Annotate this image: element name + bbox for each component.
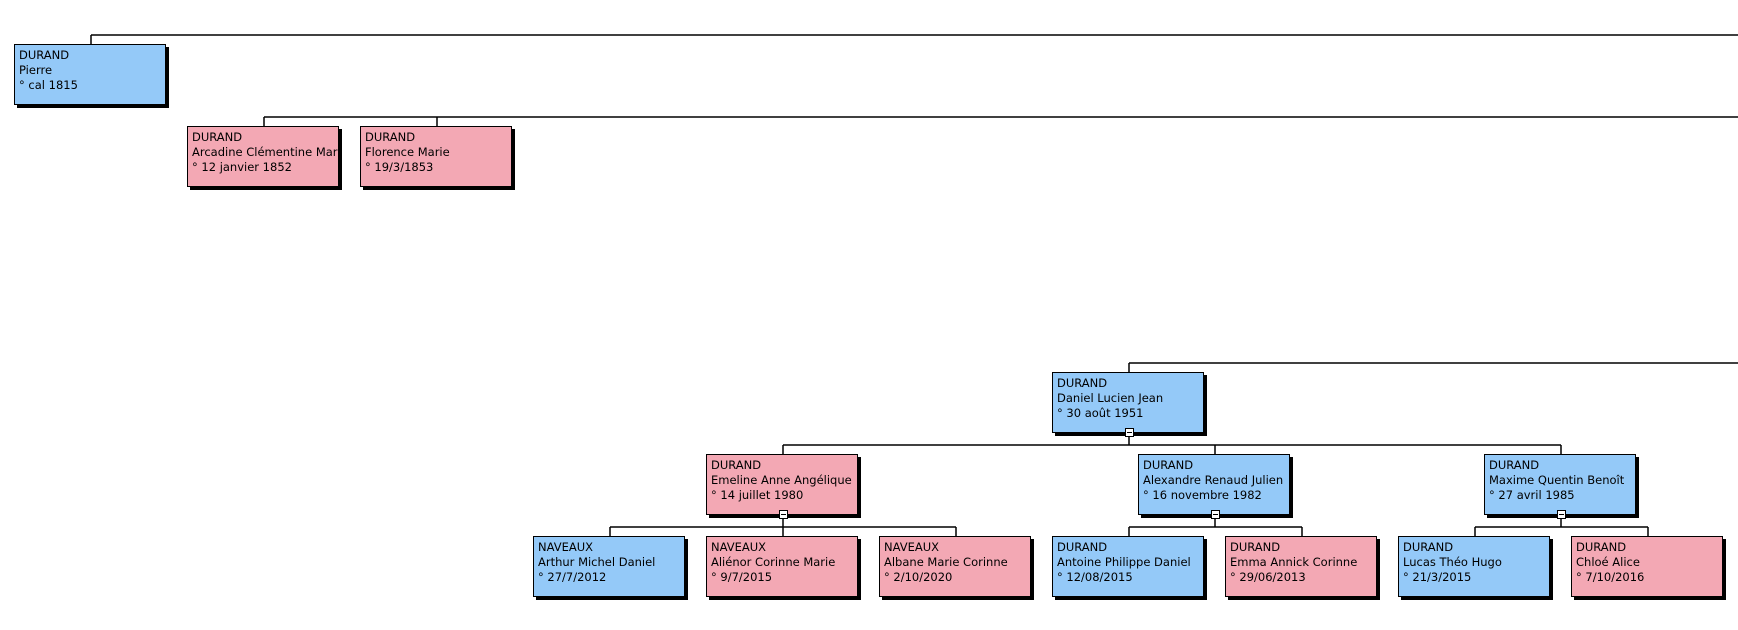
person-birth: ° 7/10/2016: [1576, 570, 1645, 584]
person-birth: ° 2/10/2020: [884, 570, 953, 584]
person-card-albane-naveaux[interactable]: NAVEAUX Albane Marie Corinne ° 2/10/2020: [879, 536, 1031, 597]
person-surname: NAVEAUX: [884, 540, 940, 554]
person-card-florence-durand[interactable]: DURAND Florence Marie ° 19/3/1853: [360, 126, 512, 187]
person-given-names: Antoine Philippe Daniel: [1057, 555, 1191, 569]
person-birth: ° 19/3/1853: [365, 160, 434, 174]
person-birth: ° 27/7/2012: [538, 570, 607, 584]
connector-alexandre-children: [1128, 519, 1303, 537]
person-birth: ° 29/06/2013: [1230, 570, 1306, 584]
person-card-pierre-durand[interactable]: DURAND Pierre ° cal 1815: [14, 44, 166, 105]
person-card-daniel-durand[interactable]: DURAND Daniel Lucien Jean ° 30 août 1951: [1052, 372, 1204, 433]
collapse-toggle-emeline[interactable]: [779, 510, 788, 519]
person-card-emeline-durand[interactable]: DURAND Emeline Anne Angélique ° 14 juill…: [706, 454, 858, 515]
person-surname: DURAND: [1403, 540, 1454, 554]
person-surname: DURAND: [1057, 376, 1108, 390]
person-surname: DURAND: [19, 48, 70, 62]
person-given-names: Daniel Lucien Jean: [1057, 391, 1164, 405]
person-given-names: Chloé Alice: [1576, 555, 1640, 569]
collapse-toggle-daniel[interactable]: [1125, 428, 1134, 437]
person-given-names: Maxime Quentin Benoît: [1489, 473, 1625, 487]
person-surname: DURAND: [1489, 458, 1540, 472]
connector-maxime-children: [1474, 519, 1649, 537]
person-birth: ° 14 juillet 1980: [711, 488, 804, 502]
person-given-names: Arthur Michel Daniel: [538, 555, 656, 569]
person-surname: DURAND: [365, 130, 416, 144]
person-surname: DURAND: [711, 458, 762, 472]
person-birth: ° 16 novembre 1982: [1143, 488, 1262, 502]
person-given-names: Albane Marie Corinne: [884, 555, 1008, 569]
person-given-names: Emma Annick Corinne: [1230, 555, 1358, 569]
person-birth: ° 12 janvier 1852: [192, 160, 292, 174]
person-card-alienor-naveaux[interactable]: NAVEAUX Aliénor Corinne Marie ° 9/7/2015: [706, 536, 858, 597]
collapse-toggle-maxime[interactable]: [1557, 510, 1566, 519]
person-surname: NAVEAUX: [711, 540, 767, 554]
connector-emeline-children: [609, 519, 957, 537]
person-given-names: Alexandre Renaud Julien: [1143, 473, 1284, 487]
connector-daniel-children: [782, 437, 1562, 455]
person-surname: DURAND: [1057, 540, 1108, 554]
person-birth: ° 27 avril 1985: [1489, 488, 1575, 502]
person-card-maxime-durand[interactable]: DURAND Maxime Quentin Benoît ° 27 avril …: [1484, 454, 1636, 515]
person-birth: ° 30 août 1951: [1057, 406, 1144, 420]
person-given-names: Florence Marie: [365, 145, 450, 159]
person-surname: DURAND: [1576, 540, 1627, 554]
person-given-names: Aliénor Corinne Marie: [711, 555, 836, 569]
collapse-toggle-alexandre[interactable]: [1211, 510, 1220, 519]
person-birth: ° 21/3/2015: [1403, 570, 1472, 584]
person-card-alexandre-durand[interactable]: DURAND Alexandre Renaud Julien ° 16 nove…: [1138, 454, 1290, 515]
person-birth: ° 9/7/2015: [711, 570, 773, 584]
person-card-emma-durand[interactable]: DURAND Emma Annick Corinne ° 29/06/2013: [1225, 536, 1377, 597]
person-card-arthur-naveaux[interactable]: NAVEAUX Arthur Michel Daniel ° 27/7/2012: [533, 536, 685, 597]
person-birth: ° cal 1815: [19, 78, 78, 92]
person-given-names: Emeline Anne Angélique: [711, 473, 852, 487]
person-surname: DURAND: [192, 130, 243, 144]
person-given-names: Pierre: [19, 63, 53, 77]
person-surname: DURAND: [1230, 540, 1281, 554]
connector-pierre-children: [263, 116, 1738, 127]
person-card-lucas-durand[interactable]: DURAND Lucas Théo Hugo ° 21/3/2015: [1398, 536, 1550, 597]
person-given-names: Lucas Théo Hugo: [1403, 555, 1502, 569]
person-surname: DURAND: [1143, 458, 1194, 472]
person-card-antoine-durand[interactable]: DURAND Antoine Philippe Daniel ° 12/08/2…: [1052, 536, 1204, 597]
person-card-arcadine-durand[interactable]: DURAND Arcadine Clémentine Marie. ° 12 j…: [187, 126, 339, 187]
person-card-chloe-durand[interactable]: DURAND Chloé Alice ° 7/10/2016: [1571, 536, 1723, 597]
person-given-names: Arcadine Clémentine Marie.: [192, 145, 339, 159]
person-surname: NAVEAUX: [538, 540, 594, 554]
connector-daniel: [1128, 362, 1738, 373]
connector-pierre: [90, 34, 1738, 45]
person-birth: ° 12/08/2015: [1057, 570, 1133, 584]
